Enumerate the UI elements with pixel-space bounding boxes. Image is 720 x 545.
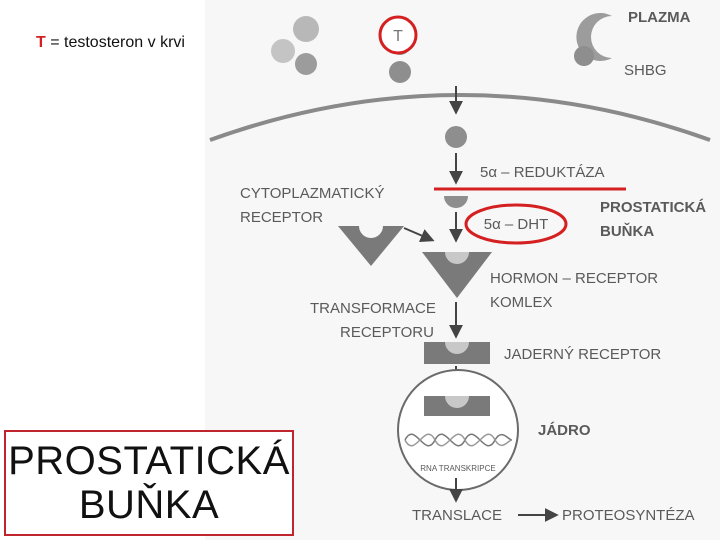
hormon-receptor-label-1: HORMON – RECEPTOR	[490, 270, 658, 287]
legend-symbol: T	[36, 34, 46, 51]
jadro-label: JÁDRO	[538, 422, 591, 439]
hormon-receptor-label-2: KOMLEX	[490, 294, 553, 311]
testosterone-in-cell	[445, 126, 467, 148]
transformace-label-1: TRANSFORMACE	[310, 300, 436, 317]
cytoplasmic-receptor-label-2: RECEPTOR	[240, 209, 323, 226]
big-label-line-1: PROSTATICKÁ	[8, 439, 290, 483]
dht-label: 5α – DHT	[484, 216, 549, 233]
plazma-label: PLAZMA	[628, 9, 691, 26]
reduktaza-label: 5α – REDUKTÁZA	[480, 164, 605, 181]
translace-label: TRANSLACE	[412, 507, 502, 524]
big-label-line-2: BUŇKA	[79, 483, 219, 527]
rna-transkripce-label: RNA TRANSKRIPCE	[420, 464, 495, 473]
prostaticka-bunka-label-1: PROSTATICKÁ	[600, 199, 706, 216]
testosterone-legend: T = testosteron v krvi	[36, 34, 185, 52]
proteosynteza-label: PROTEOSYNTÉZA	[562, 507, 695, 524]
shbg-label: SHBG	[624, 62, 667, 79]
prostaticka-bunka-label-2: BUŇKA	[600, 222, 654, 240]
jaderny-receptor-label: JADERNÝ RECEPTOR	[504, 346, 661, 363]
prostaticka-bunka-box: PROSTATICKÁ BUŇKA	[4, 430, 294, 536]
cytoplasmic-receptor-label-1: CYTOPLAZMATICKÝ	[240, 185, 384, 202]
transformace-label-2: RECEPTORU	[340, 324, 434, 341]
legend-text: = testosteron v krvi	[46, 34, 185, 51]
t-circle-label: T	[393, 28, 403, 45]
receptor-binding-site	[359, 214, 383, 238]
